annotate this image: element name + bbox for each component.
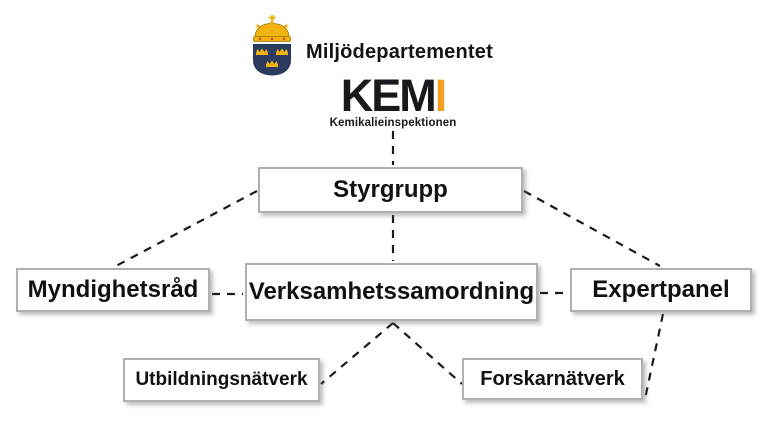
node-verksamhetssamordning-label: Verksamhetssamordning <box>248 278 535 305</box>
node-myndighetsrad: Myndighetsråd <box>16 268 210 312</box>
node-expertpanel-label: Expertpanel <box>592 276 730 303</box>
kemi-subtitle: Kemikalieinspektionen <box>329 117 457 129</box>
node-utbildningsnatverk: Utbildningsnätverk <box>123 358 320 402</box>
node-expertpanel: Expertpanel <box>570 268 752 312</box>
node-forskarnatverk: Forskarnätverk <box>462 358 643 400</box>
node-verksamhetssamordning: Verksamhetssamordning <box>245 263 538 321</box>
node-forskarnatverk-label: Forskarnätverk <box>480 367 625 390</box>
node-styrgrupp: Styrgrupp <box>258 167 523 213</box>
kemi-logo: KEMI Kemikalieinspektionen <box>310 73 476 129</box>
edge-verksamhetssamordning-utbildningsnatverk <box>320 322 394 385</box>
edge-styrgrupp-myndighetsrad <box>115 190 258 267</box>
edge-styrgrupp-expertpanel <box>523 190 661 267</box>
edge-expertpanel-forskarnatverk <box>643 313 665 400</box>
node-utbildningsnatverk-label: Utbildningsnätverk <box>135 369 308 390</box>
node-styrgrupp-label: Styrgrupp <box>333 176 448 203</box>
kemi-wordmark-main: KEM <box>340 70 437 121</box>
node-myndighetsrad-label: Myndighetsråd <box>27 276 199 303</box>
ministry-name: Miljödepartementet <box>306 41 493 63</box>
kemi-wordmark: KEMI <box>310 73 476 118</box>
edge-verksamhetssamordning-forskarnatverk <box>392 322 463 385</box>
sweden-coat-of-arms-icon <box>253 15 291 76</box>
kemi-wordmark-accent-letter: I <box>434 70 447 121</box>
